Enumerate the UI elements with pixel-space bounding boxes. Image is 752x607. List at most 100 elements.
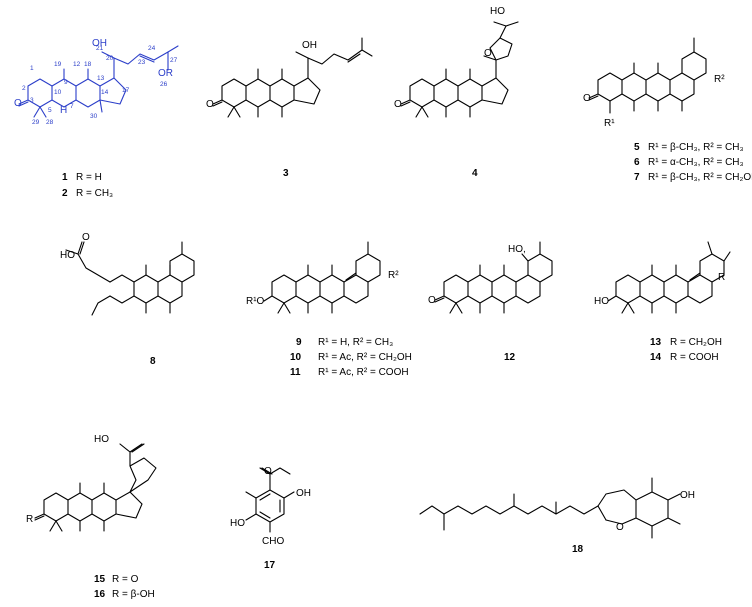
- atom-number: 28: [46, 119, 54, 126]
- svg-text:9: 9: [296, 337, 302, 348]
- atom-o: O: [428, 295, 436, 306]
- atom-number: 17: [122, 87, 130, 94]
- caption-4: 4: [472, 168, 478, 179]
- atom-o: O: [206, 99, 214, 110]
- atom-number: 1: [30, 65, 34, 72]
- atom-number: 13: [97, 75, 105, 82]
- caption-14: 14 R = COOH: [650, 352, 719, 363]
- structure-5-6-7: R² O R¹ 5 R¹ = β-CH₃, R² = CH₃ 6 R¹ = α-…: [583, 37, 752, 183]
- atom-number: 29: [32, 119, 40, 126]
- atom-o: O: [82, 232, 90, 243]
- atom-number: 2: [22, 85, 26, 92]
- atom-cho: CHO: [262, 536, 284, 547]
- caption-7: 7 R¹ = β-CH₃, R² = CH₂OH: [634, 172, 752, 183]
- atom-ho: HO,: [508, 244, 526, 255]
- svg-text:2: 2: [62, 188, 68, 199]
- svg-text:10: 10: [290, 352, 302, 363]
- atom-number: 18: [84, 61, 92, 68]
- svg-text:R = CH₃: R = CH₃: [76, 188, 113, 199]
- atom-oh: OH: [680, 490, 695, 501]
- structure-18: O OH 18: [419, 477, 695, 555]
- atom-o: O: [583, 93, 591, 104]
- atom-o: O: [264, 466, 272, 477]
- svg-text:6: 6: [634, 157, 640, 168]
- caption-16: 16 R = β-OH: [94, 589, 155, 600]
- atom-number: 21: [96, 45, 104, 52]
- atom-number: 3: [30, 97, 34, 104]
- svg-text:R¹ = β-CH₃, R² = CH₃: R¹ = β-CH₃, R² = CH₃: [648, 142, 744, 153]
- structure-9-10-11: R² R¹O 9 R¹ = H, R² = CH₃ 10 R¹ = Ac, R²…: [246, 241, 412, 378]
- svg-text:16: 16: [94, 589, 106, 600]
- structure-1-2: OH OR O H 1 2 3 5 7 9 10 12 13 14 17 18 …: [14, 38, 179, 199]
- caption-2: 2 R = CH₃: [62, 188, 113, 199]
- atom-o: O: [616, 522, 624, 533]
- svg-text:5: 5: [634, 142, 640, 153]
- atom-number: 7: [70, 103, 74, 110]
- svg-text:R¹ = Ac, R² = COOH: R¹ = Ac, R² = COOH: [318, 367, 409, 378]
- caption-3: 3: [283, 168, 289, 179]
- atom-r: R: [718, 272, 725, 283]
- atom-oh: OH: [296, 488, 311, 499]
- atom-ho: HO: [594, 296, 609, 307]
- caption-15: 15 R = O: [94, 574, 139, 585]
- structure-4: HO O O 4: [394, 6, 519, 179]
- atom-number: 24: [148, 45, 156, 52]
- atom-number: 9: [64, 79, 68, 86]
- atom-number: 23: [138, 59, 146, 66]
- svg-text:R = CH₂OH: R = CH₂OH: [670, 337, 722, 348]
- caption-9: 9 R¹ = H, R² = CH₃: [296, 337, 393, 348]
- atom-r1o: R¹O: [246, 296, 265, 307]
- atom-r: R: [26, 514, 33, 525]
- svg-text:R = H: R = H: [76, 172, 102, 183]
- svg-text:R¹ = β-CH₃, R² = CH₂OH: R¹ = β-CH₃, R² = CH₂OH: [648, 172, 752, 183]
- atom-r2: R²: [714, 74, 725, 85]
- caption-18: 18: [572, 544, 584, 555]
- structure-3: OH O 3: [206, 37, 373, 179]
- caption-12: 12: [504, 352, 516, 363]
- svg-text:R¹ = H, R² = CH₃: R¹ = H, R² = CH₃: [318, 337, 393, 348]
- svg-text:13: 13: [650, 337, 662, 348]
- svg-text:R = β-OH: R = β-OH: [112, 589, 155, 600]
- atom-number: 20: [106, 55, 114, 62]
- atom-oh: OH: [302, 40, 317, 51]
- caption-6: 6 R¹ = α-CH₃, R² = CH₃: [634, 157, 744, 168]
- svg-text:14: 14: [650, 352, 662, 363]
- atom-r1: R¹: [604, 118, 615, 129]
- svg-text:R = O: R = O: [112, 574, 139, 585]
- structure-13-14: R HO 13 R = CH₂OH 14 R = COOH: [594, 241, 731, 363]
- atom-oh: OH: [92, 38, 107, 49]
- caption-11: 11 R¹ = Ac, R² = COOH: [290, 367, 409, 378]
- atom-ho: HO: [490, 6, 505, 17]
- atom-h: H: [60, 105, 67, 116]
- caption-10: 10 R¹ = Ac, R² = CH₂OH: [290, 352, 412, 363]
- svg-text:7: 7: [634, 172, 640, 183]
- atom-number: 30: [90, 113, 98, 120]
- atom-number: 5: [48, 107, 52, 114]
- atom-number: 12: [73, 61, 81, 68]
- structure-15-16: HO R 15 R = O 16 R = β-OH: [26, 434, 157, 600]
- atom-number: 26: [160, 81, 168, 88]
- atom-number: 19: [54, 61, 62, 68]
- structure-8: HO O 8: [60, 232, 195, 367]
- svg-text:R¹ = Ac, R² = CH₂OH: R¹ = Ac, R² = CH₂OH: [318, 352, 412, 363]
- atom-o: O: [14, 98, 22, 109]
- caption-5: 5 R¹ = β-CH₃, R² = CH₃: [634, 142, 744, 153]
- atom-ho: HO: [94, 434, 109, 445]
- atom-o: O: [484, 48, 492, 59]
- caption-17: 17: [264, 560, 276, 571]
- atom-or: OR: [158, 68, 173, 79]
- structure-17: O OH HO CHO 17: [230, 466, 311, 571]
- atom-ho: HO: [60, 250, 75, 261]
- svg-text:15: 15: [94, 574, 106, 585]
- svg-text:R = COOH: R = COOH: [670, 352, 719, 363]
- caption-1: 1 R = H: [62, 172, 102, 183]
- svg-text:11: 11: [290, 367, 301, 378]
- caption-8: 8: [150, 356, 156, 367]
- structure-12: HO, O 12: [428, 241, 553, 363]
- atom-number: 27: [170, 57, 178, 64]
- svg-text:1: 1: [62, 172, 68, 183]
- atom-ho: HO: [230, 518, 245, 529]
- atom-number: 10: [54, 89, 62, 96]
- atom-r2: R²: [388, 270, 399, 281]
